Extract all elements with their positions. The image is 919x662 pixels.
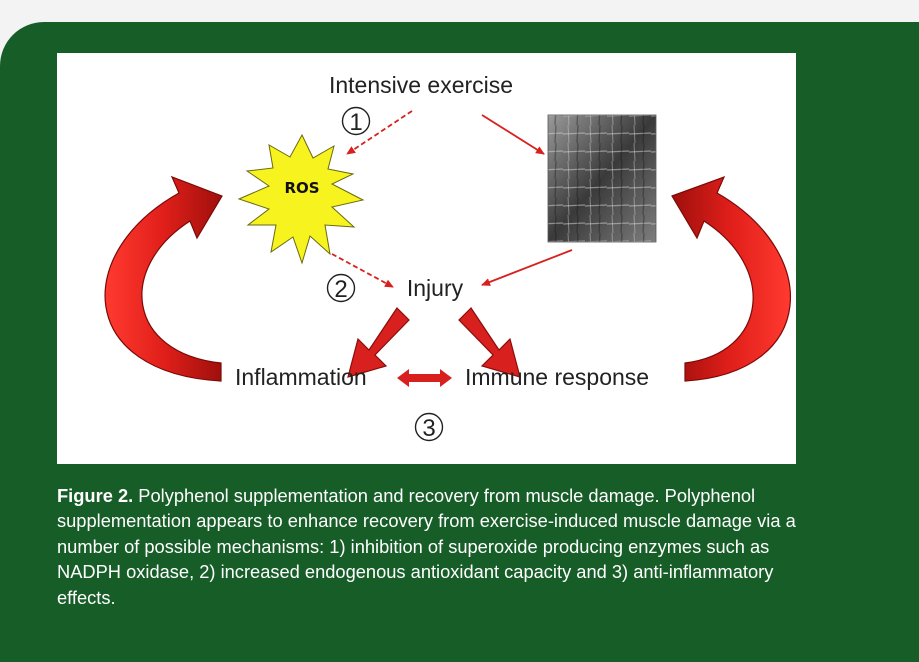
arrow-exercise-to-muscle	[481, 114, 545, 155]
caption-text: Polyphenol supplementation and recovery …	[57, 485, 796, 608]
arrow-exercise-to-ros	[346, 110, 413, 155]
ros-label: ROS	[284, 179, 319, 197]
node-inflammation: Inflammation	[235, 364, 367, 390]
caption-label: Figure 2.	[57, 485, 134, 506]
arrow-ros-to-injury	[331, 253, 394, 288]
marker-1: 1	[341, 106, 371, 136]
feedback-arrow-right	[671, 175, 791, 382]
marker-2: 2	[326, 273, 356, 303]
diagram-figure: Intensive exercise 1 ROS 2	[57, 53, 796, 464]
svg-text:2: 2	[334, 276, 347, 303]
ros-rns-burst: ROS	[237, 133, 365, 265]
muscle-micrograph-image	[547, 114, 657, 243]
svg-text:3: 3	[422, 415, 435, 442]
node-injury: Injury	[407, 275, 464, 301]
svg-text:1: 1	[349, 109, 362, 136]
arrow-injury-to-immune	[458, 307, 521, 378]
arrow-inflammation-immune-bidirectional	[397, 369, 452, 387]
feedback-arrow-left	[104, 175, 223, 382]
figure-caption: Figure 2. Polyphenol supplementation and…	[57, 483, 817, 610]
marker-3: 3	[414, 412, 444, 442]
node-immune-response: Immune response	[465, 364, 649, 390]
node-intensive-exercise: Intensive exercise	[329, 72, 513, 98]
arrow-injury-to-inflammation	[347, 307, 410, 378]
arrow-muscle-to-injury	[481, 249, 573, 286]
